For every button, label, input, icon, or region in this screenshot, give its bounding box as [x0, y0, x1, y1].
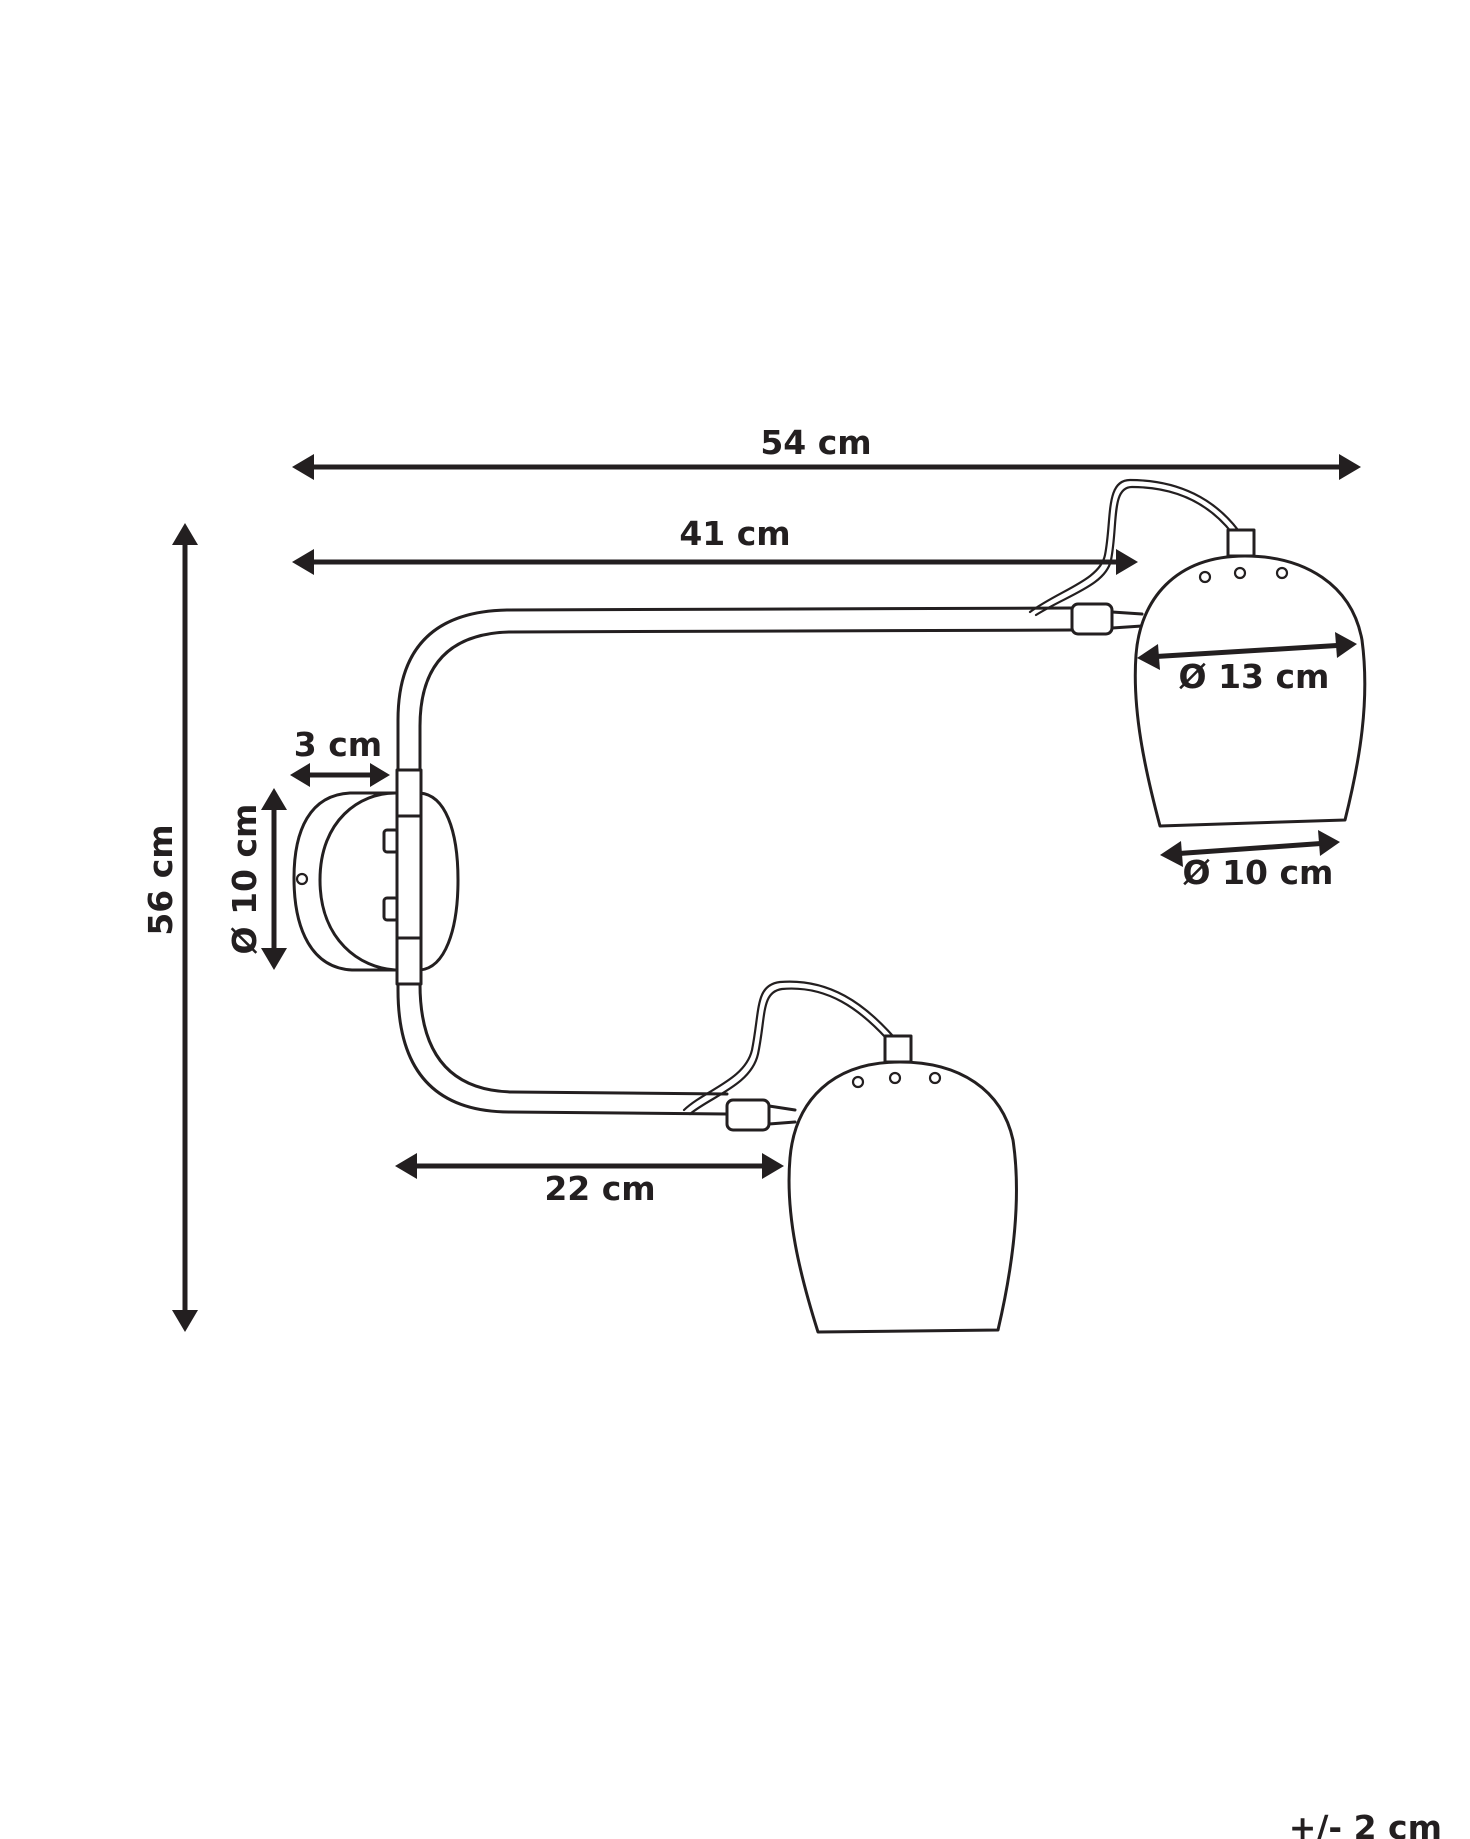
- label-lower-arm-width: 22 cm: [544, 1169, 655, 1208]
- dimension-arm-width: [292, 549, 1138, 575]
- lower-shade-vent-right: [928, 1071, 942, 1085]
- dimension-base-diameter: [261, 788, 287, 970]
- upper-cable-inner: [1034, 485, 1234, 617]
- dimension-shade-top-diameter: [1137, 632, 1357, 670]
- lower-cable: [682, 980, 894, 1112]
- label-tolerance: +/- 2 cm: [1289, 1808, 1442, 1839]
- arm-collar-upper: [395, 768, 423, 818]
- label-arm-width: 41 cm: [679, 514, 790, 553]
- label-shade-bottom-diameter: Ø 10 cm: [1183, 853, 1334, 892]
- upper-cable: [1028, 478, 1240, 614]
- label-total-height: 56 cm: [141, 824, 180, 935]
- lower-shade-socket: [883, 1034, 913, 1064]
- dimension-labels: 54 cm 41 cm 56 cm 3 cm Ø 10 cm Ø 13 cm Ø…: [141, 423, 1442, 1839]
- wall-base: [292, 768, 460, 986]
- dimension-shade-bottom-diameter: [1160, 830, 1340, 867]
- base-front-plate: [318, 791, 460, 972]
- lower-cable-inner: [688, 987, 888, 1116]
- upper-connector-joint: [1110, 610, 1144, 630]
- lower-shade-body: [787, 1060, 1018, 1334]
- dimension-lower-arm-width: [395, 1153, 784, 1179]
- wall-lamp-drawing: [292, 478, 1367, 1334]
- upper-lamp-shade: [1133, 528, 1367, 828]
- lower-connector-joint: [767, 1104, 797, 1126]
- dimension-arrows: [172, 454, 1361, 1332]
- dimension-total-height: [172, 523, 198, 1332]
- base-screw-hole: [295, 872, 309, 886]
- arm-tube-inner: [418, 628, 1074, 1096]
- dimension-total-width: [292, 454, 1361, 480]
- dimension-base-depth: [290, 763, 390, 787]
- upper-shade-vent-left: [1198, 570, 1212, 584]
- lower-shade-vent-left: [851, 1075, 865, 1089]
- upper-shade-vent-right: [1275, 566, 1289, 580]
- label-base-depth: 3 cm: [294, 725, 382, 764]
- arm-collar-middle: [395, 814, 423, 940]
- lower-lamp-shade: [787, 1034, 1018, 1334]
- label-shade-top-diameter: Ø 13 cm: [1179, 657, 1330, 696]
- upper-connector: [1070, 602, 1114, 636]
- upper-shade-body: [1133, 554, 1367, 828]
- upper-shade-vent-middle: [1233, 566, 1247, 580]
- lower-connector: [725, 1098, 771, 1132]
- lower-shade-vent-middle: [888, 1071, 902, 1085]
- arm-collar-lower: [395, 936, 423, 986]
- label-total-width: 54 cm: [760, 423, 871, 462]
- arm-tube-outer: [396, 606, 1074, 1116]
- label-base-diameter: Ø 10 cm: [225, 804, 264, 955]
- upper-shade-socket: [1226, 528, 1256, 558]
